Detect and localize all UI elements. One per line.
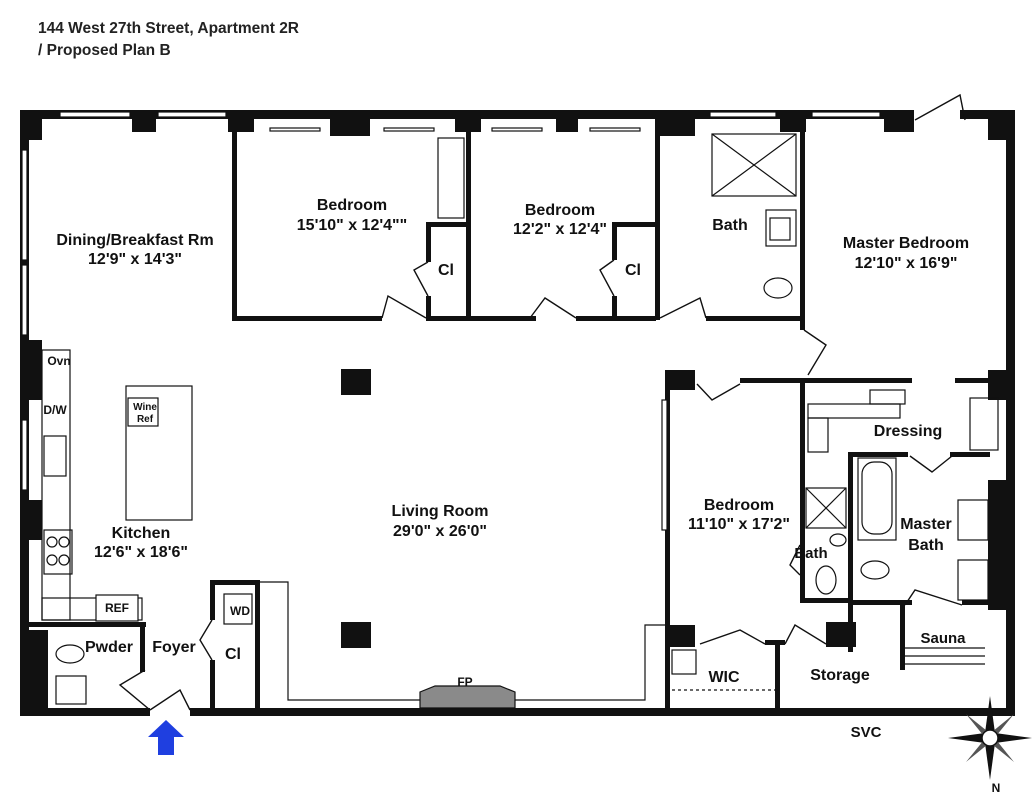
north-label: N [992,781,1001,795]
doors [118,93,966,711]
fireplace-hearth [419,685,516,709]
room-master-bath-name-line2: Bath [908,537,944,554]
room-kitchen-dims: 12'6" x 18'6" [94,544,188,561]
fireplace-label: FP [457,675,472,689]
room-sauna-name: Sauna [920,630,966,647]
room-closet2-name: Cl [625,262,641,279]
room-bath1-name: Bath [712,217,748,234]
exterior-walls [20,110,1015,716]
room-master-bedroom-dims: 12'10" x 16'9" [855,255,958,272]
interior-walls [20,130,1005,715]
washer-dryer-label: WD [230,604,250,618]
top-windows [59,111,881,132]
room-master-bath-name-line1: Master [900,516,952,533]
left-windows [21,149,28,491]
wine-fridge-label-line2: Ref [137,414,154,425]
room-closet1-name: Cl [438,262,454,279]
wine-fridge-label-line1: Wine [133,402,157,413]
entry-arrow-icon [148,720,184,755]
room-foyer-name: Foyer [152,639,196,656]
room-dressing-name: Dressing [874,423,942,440]
north-compass-icon [948,696,1032,780]
room-bedroom2-name: Bedroom [525,202,595,219]
dishwasher-label: D/W [43,403,67,417]
room-bath2-name: Bath [794,545,827,562]
room-storage-name: Storage [810,667,870,684]
plan-title-address: 144 West 27th Street, Apartment 2R [38,20,300,37]
room-closet3-name: Cl [225,646,241,663]
room-bedroom1-name: Bedroom [317,197,387,214]
room-kitchen-name: Kitchen [112,525,171,542]
refrigerator-label: REF [105,601,129,615]
room-dining-name: Dining/Breakfast Rm [56,232,213,249]
oven-label: Ovn [47,354,70,368]
room-bedroom2-dims: 12'2" x 12'4" [513,221,607,238]
fixtures [41,133,999,705]
room-powder-name: Pwder [85,639,133,656]
room-bedroom3-dims: 11'10" x 17'2" [688,516,790,533]
room-bedroom3-name: Bedroom [704,497,774,514]
plan-title-subtitle: / Proposed Plan B [38,42,171,59]
room-master-bedroom-name: Master Bedroom [843,235,969,252]
service-label: SVC [851,724,882,741]
room-bedroom1-dims: 15'10" x 12'4"" [297,217,407,234]
room-living-dims: 29'0" x 26'0" [393,523,487,540]
room-dining-dims: 12'9" x 14'3" [88,251,182,268]
room-wic-name: WIC [708,669,740,686]
bedroom3-window [661,399,668,531]
room-living-name: Living Room [392,503,489,520]
